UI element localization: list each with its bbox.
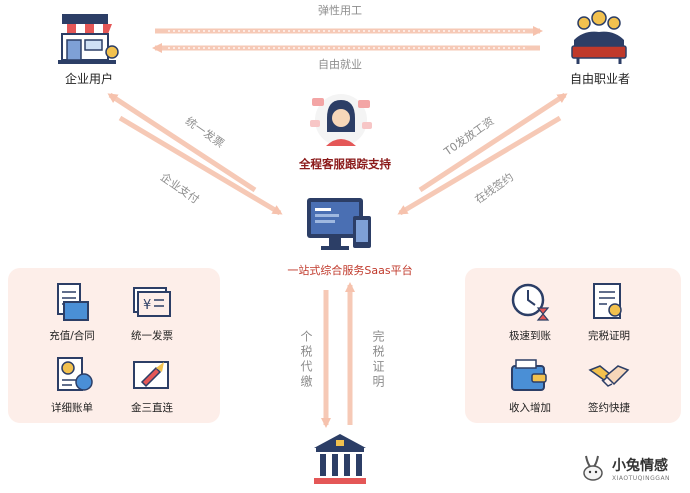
edge-label-bottom: 自由就业 [318, 58, 362, 71]
edge-left-upper-arrow [107, 92, 257, 193]
platform-label: 一站式综合服务Saas平台 [287, 264, 413, 277]
edge-right-lower-arrow [397, 115, 562, 216]
support-label: 全程客服跟踪支持 [299, 157, 391, 171]
edge-label-up: 完税证明 [371, 330, 385, 390]
customer-service-icon [310, 94, 372, 146]
feature-label-rocket: 金三直连 [131, 402, 173, 414]
feature-label-bill: 详细账单 [51, 402, 93, 414]
feature-label-certificate: 完税证明 [588, 330, 630, 342]
certificate-icon [593, 283, 622, 319]
invoice-icon: ¥ [133, 287, 171, 317]
bill-chart-icon [57, 357, 93, 391]
watermark-main: 小兔情感 [612, 458, 668, 474]
edge-label-down: 个税代缴 [299, 330, 313, 390]
feature-label-contract: 充值/合同 [49, 330, 95, 342]
watermark-sub: XIAOTUQINGGAN [612, 475, 671, 482]
document-folder-icon [57, 283, 89, 321]
handshake-icon [588, 365, 630, 387]
edge-left-lower-arrow [118, 115, 283, 216]
tax-bureau-icon [314, 434, 366, 484]
feature-label-sign: 签约快捷 [588, 402, 630, 414]
feature-label-income: 收入增加 [509, 402, 551, 414]
clock-icon [511, 283, 550, 321]
left-feature-panel [8, 268, 220, 423]
edge-label-top: 弹性用工 [318, 4, 362, 17]
feature-label-fast: 极速到账 [509, 330, 551, 342]
computer-platform-icon [307, 198, 371, 250]
enterprise-label: 企业用户 [64, 72, 113, 86]
wallet-icon [511, 359, 547, 391]
shop-icon [58, 14, 119, 64]
freelancer-team-icon [571, 10, 627, 64]
freelancer-label: 自由职业者 [569, 72, 630, 86]
edge-right-upper-arrow [418, 92, 568, 193]
svg-text:¥: ¥ [143, 298, 151, 313]
right-feature-panel [465, 268, 681, 423]
rabbit-logo-icon [583, 455, 603, 481]
feature-label-invoice: 统一发票 [131, 330, 173, 342]
rocket-icon [133, 361, 169, 389]
